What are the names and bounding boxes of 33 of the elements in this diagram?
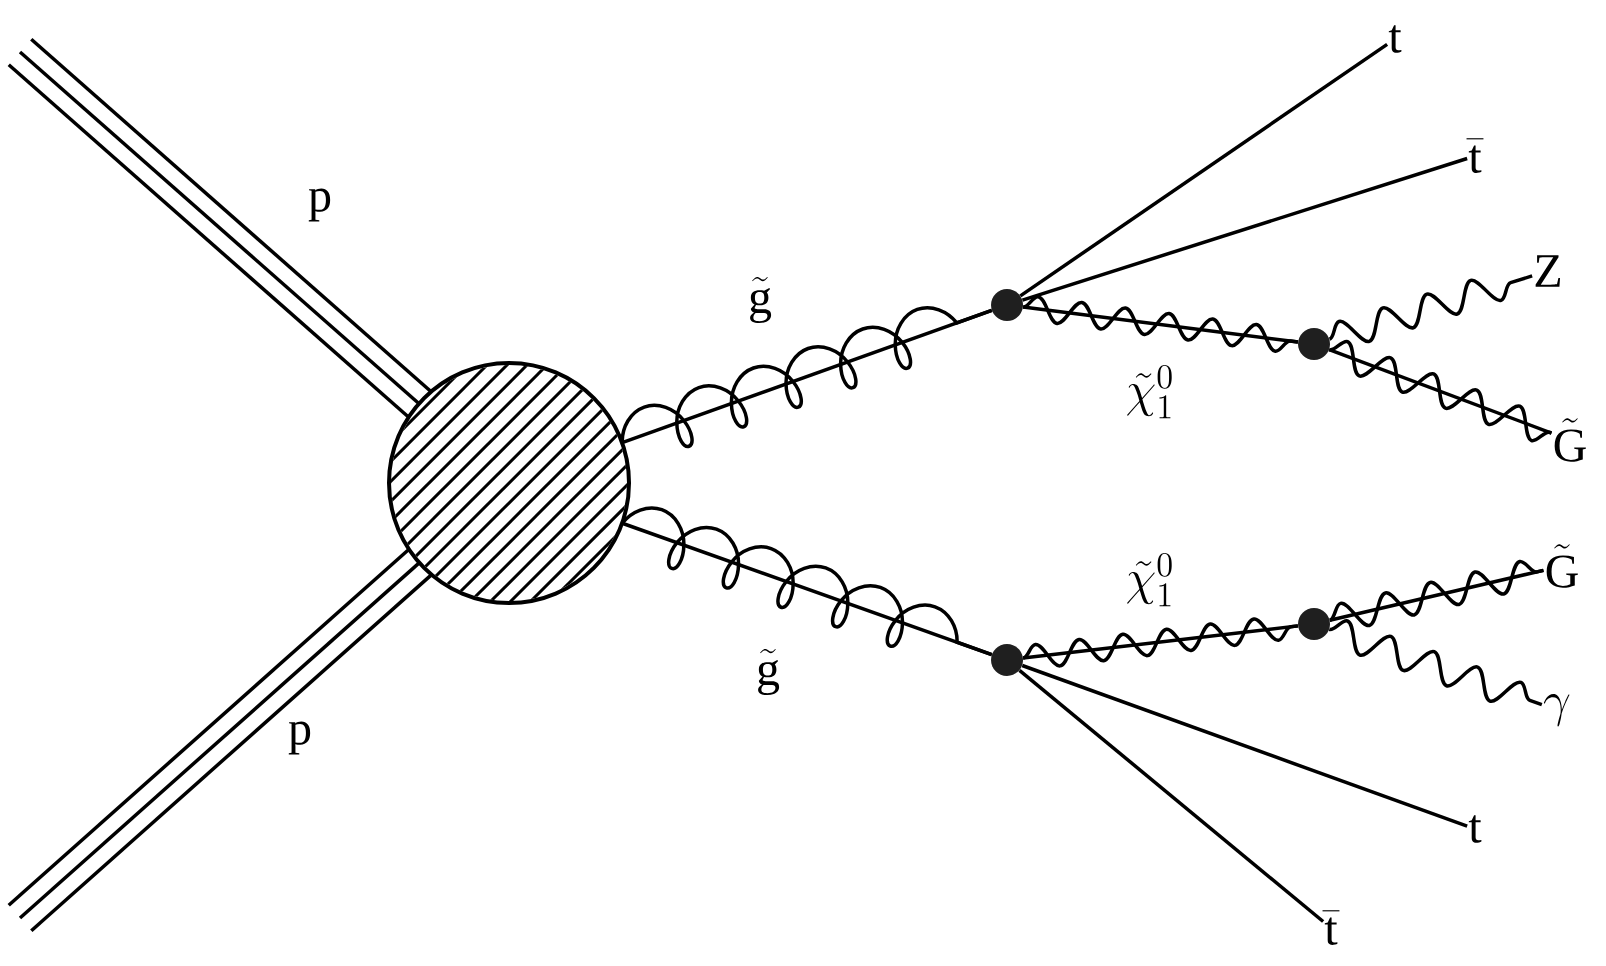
particle-label: $\mathrm{t}$ [1388, 25, 1402, 53]
particle-label: $\bar{\mathrm{t}}$ [1466, 138, 1484, 173]
gravitino-line [1328, 339, 1553, 443]
particle-label: $\mathrm{t}$ [1468, 815, 1482, 843]
neutralino-line [1022, 617, 1299, 668]
gluino-line [620, 306, 993, 448]
edge-label: $\tilde{\mathrm{g}}$ [750, 276, 772, 324]
vertex-dot [991, 289, 1023, 321]
vertex-dot [991, 644, 1023, 676]
particle-label: $\mathrm{Z}$ [1535, 255, 1561, 287]
edge-label: $\mathrm{p}$ [288, 721, 311, 755]
particle-label: $\gamma$ [1543, 693, 1570, 727]
hatched-blob [387, 361, 631, 605]
edge-label: $\tilde{\mathrm{g}}$ [758, 648, 780, 696]
neutralino-line [1022, 295, 1299, 353]
vertex-dot [1298, 328, 1330, 360]
proton-line [7, 37, 432, 418]
wavy-line [1329, 619, 1543, 707]
quark-line [1021, 663, 1468, 828]
gluino-line [621, 506, 993, 657]
vertex-dot [1298, 608, 1330, 640]
gravitino-line [1328, 559, 1544, 628]
edge-label: $\tilde{\chi}^0_1$ [1127, 364, 1172, 419]
edge-label: $\tilde{\chi}^0_1$ [1127, 552, 1172, 607]
proton-line [7, 548, 432, 932]
particle-label: $\tilde{\mathrm{G}}$ [1554, 418, 1586, 462]
particle-label: $\tilde{\mathrm{G}}$ [1546, 544, 1578, 588]
edge-label: $\mathrm{p}$ [308, 188, 331, 222]
quark-line [1021, 156, 1468, 302]
quark-line [1018, 668, 1325, 923]
particle-label: $\bar{\mathrm{t}}$ [1322, 910, 1340, 945]
wavy-line [1328, 274, 1533, 344]
quark-line [1019, 42, 1389, 298]
